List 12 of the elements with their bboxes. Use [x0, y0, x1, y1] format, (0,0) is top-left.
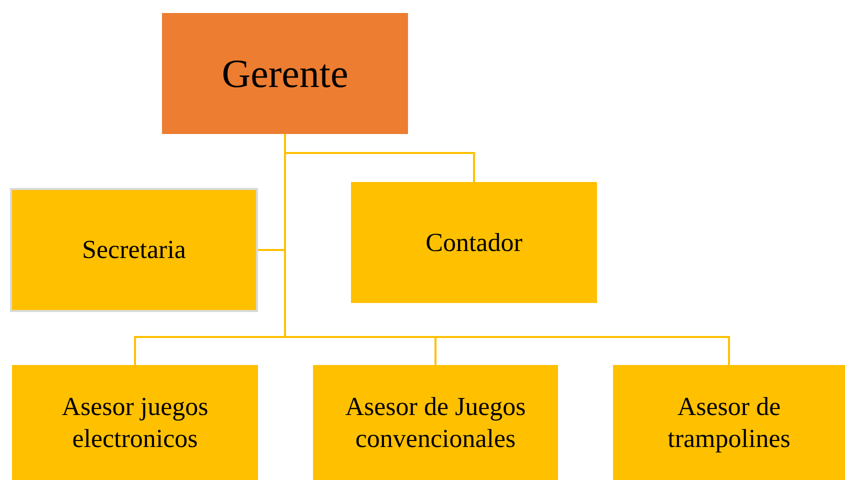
- role-title: Asesor de Juegos convencionales: [344, 391, 527, 454]
- role-title: Contador: [426, 226, 522, 258]
- role-box: [12, 365, 258, 480]
- role-title: Gerente: [222, 50, 348, 98]
- role-box: [351, 182, 597, 303]
- role-title: Asesor de trampolines: [666, 391, 792, 454]
- role-box: [313, 365, 558, 480]
- role-box: [10, 188, 258, 312]
- role-title: Secretaria: [82, 234, 186, 266]
- role-title: Asesor juegos electronicos: [60, 391, 210, 454]
- manager-box: [162, 13, 408, 134]
- role-box: [613, 365, 845, 480]
